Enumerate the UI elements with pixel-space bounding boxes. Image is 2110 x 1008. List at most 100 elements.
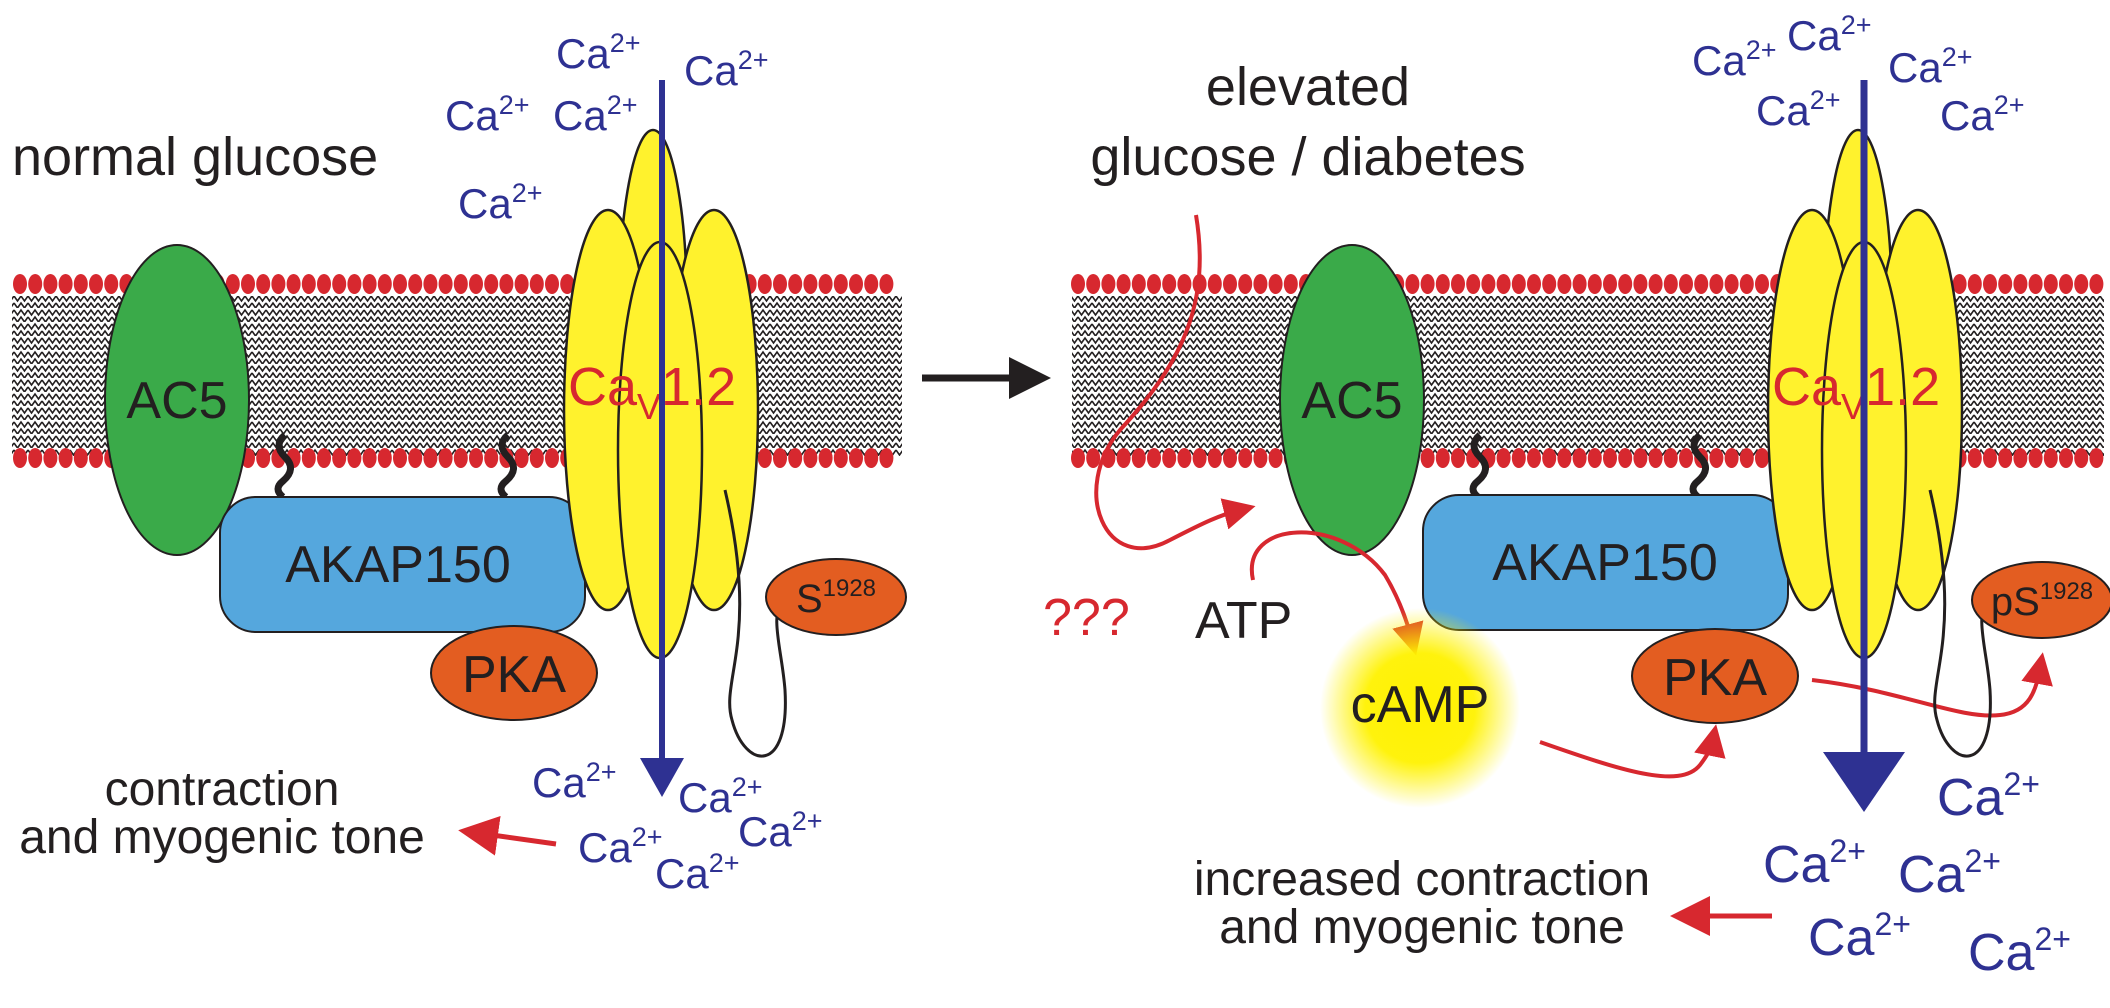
lipid-head	[89, 448, 103, 468]
right-ca-flow-arrowhead	[1823, 752, 1905, 812]
lipid-head	[1147, 274, 1161, 294]
lipid-head	[377, 448, 392, 468]
right-pka-label: PKA	[1663, 649, 1767, 707]
lipid-head	[1679, 448, 1693, 468]
right-ps1928-label: pS1928	[1991, 578, 2093, 624]
left-intracellular-calcium: Ca2+ Ca2+ Ca2+ Ca2+ Ca2+	[532, 757, 823, 897]
svg-text:Ca2+: Ca2+	[1937, 766, 2040, 827]
lipid-head	[286, 274, 301, 294]
lipid-head	[104, 274, 119, 294]
lipid-head	[529, 274, 544, 294]
lipid-head	[1192, 448, 1207, 468]
right-c-terminal-tail	[1928, 489, 1992, 758]
lipid-head	[1496, 274, 1511, 294]
lipid-head	[453, 274, 468, 294]
lipid-head	[818, 274, 833, 294]
pka-to-ps1928-arrow	[1811, 652, 2053, 718]
lipid-head	[2089, 448, 2104, 468]
svg-text:Ca2+: Ca2+	[655, 848, 740, 897]
lipid-head	[864, 448, 879, 468]
left-ac5-label: AC5	[126, 372, 227, 430]
right-pka	[1631, 628, 1799, 724]
svg-text:Ca2+: Ca2+	[1692, 35, 1777, 84]
svg-text:Ca2+: Ca2+	[1888, 42, 1973, 91]
lipid-head	[773, 448, 787, 468]
lipid-head	[1420, 448, 1435, 468]
lipid-head	[1587, 274, 1602, 294]
lipid-head	[1983, 448, 1997, 468]
left-ac5	[104, 244, 250, 556]
lipid-head	[757, 448, 772, 468]
lipid-head	[408, 274, 423, 294]
lipid-head	[773, 274, 787, 294]
lipid-head	[13, 448, 27, 468]
lipid-head	[28, 448, 43, 468]
lipid-head	[73, 448, 88, 468]
right-panel: ??? AC5 AKAP150 ATP cAMP PKA CaV1.2	[1043, 10, 2110, 982]
lipid-head	[1542, 274, 1557, 294]
unknown-label: ???	[1043, 589, 1130, 647]
lipid-head	[1223, 448, 1237, 468]
lipid-head	[1527, 274, 1541, 294]
lipid-head	[423, 274, 438, 294]
lipid-head	[362, 274, 377, 294]
lipid-head	[347, 448, 362, 468]
svg-text:Ca2+: Ca2+	[1808, 906, 1911, 967]
lipid-head	[1162, 448, 1177, 468]
svg-text:Ca2+: Ca2+	[1898, 843, 2001, 904]
lipid-head	[2013, 274, 2028, 294]
lipid-head	[2028, 274, 2043, 294]
lipid-head	[1116, 448, 1131, 468]
lipid-head	[1557, 448, 1572, 468]
left-extracellular-calcium: Ca2+ Ca2+ Ca2+ Ca2+ Ca2+	[445, 28, 769, 227]
right-akap150-label: AKAP150	[1492, 534, 1718, 592]
lipid-head	[453, 448, 468, 468]
lipid-head	[317, 274, 331, 294]
lipid-head	[256, 448, 271, 468]
right-ac5-label: AC5	[1301, 372, 1402, 430]
svg-text:Ca2+: Ca2+	[1787, 10, 1872, 59]
lipid-head	[1952, 274, 1967, 294]
lipid-head	[2074, 448, 2089, 468]
lipid-head	[2059, 274, 2073, 294]
svg-text:Ca2+: Ca2+	[738, 806, 823, 855]
left-condition-label: normal glucose	[12, 127, 378, 187]
right-outcome-line1: increased contraction	[1194, 853, 1650, 906]
right-ac5	[1279, 244, 1425, 556]
lipid-head	[1511, 274, 1526, 294]
lipid-head	[1618, 448, 1633, 468]
lipid-head	[2028, 448, 2043, 468]
lipid-head	[849, 448, 863, 468]
left-pka	[430, 625, 598, 721]
lipid-head	[1207, 274, 1222, 294]
lipid-head	[1283, 274, 1298, 294]
unknown-pathway-arrow	[1094, 214, 1256, 550]
lipid-head	[545, 274, 559, 294]
lipid-head	[1101, 274, 1116, 294]
lipid-head	[1238, 448, 1253, 468]
lipid-head	[1724, 274, 1739, 294]
lipid-head	[1131, 274, 1146, 294]
svg-text:Ca2+: Ca2+	[445, 90, 530, 139]
svg-text:Ca2+: Ca2+	[578, 822, 663, 871]
lipid-head	[879, 448, 894, 468]
lipid-head	[73, 274, 88, 294]
lipid-head	[1481, 274, 1496, 294]
lipid-head	[1238, 274, 1253, 294]
right-anchor-1	[1469, 432, 1489, 500]
lipid-head	[1572, 274, 1587, 294]
camp-glow	[1320, 608, 1520, 808]
lipid-head	[89, 274, 103, 294]
lipid-head	[1420, 274, 1435, 294]
lipid-head	[757, 274, 772, 294]
lipid-head	[1648, 448, 1663, 468]
lipid-head	[514, 274, 529, 294]
left-anchor-2	[497, 432, 517, 500]
lipid-head	[469, 448, 483, 468]
lipid-head	[469, 274, 483, 294]
lipid-head	[1496, 448, 1511, 468]
lipid-head	[1709, 274, 1724, 294]
lipid-head	[332, 274, 347, 294]
lipid-head	[1663, 448, 1678, 468]
right-anchor-2	[1689, 432, 1709, 500]
